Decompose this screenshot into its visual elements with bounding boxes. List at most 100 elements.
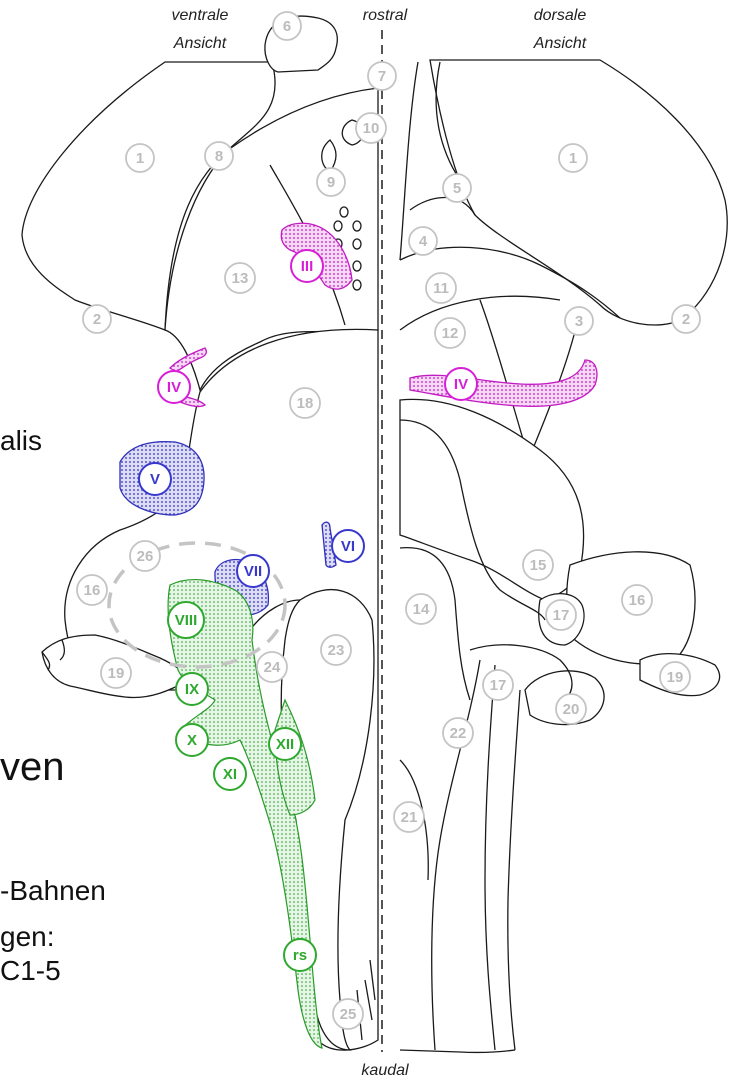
svg-text:rs: rs [293, 947, 307, 964]
region-marker: 19 [101, 658, 131, 688]
svg-text:4: 4 [419, 233, 428, 250]
svg-text:III: III [301, 258, 314, 275]
svg-text:7: 7 [378, 68, 386, 85]
region-marker: 24 [257, 652, 287, 682]
svg-text:20: 20 [563, 701, 580, 718]
svg-text:3: 3 [575, 313, 583, 330]
svg-text:IV: IV [167, 379, 181, 396]
nerve-v-label: V [139, 463, 171, 495]
region-marker: 13 [225, 263, 255, 293]
svg-text:17: 17 [553, 607, 570, 624]
region-marker: 15 [523, 550, 553, 580]
svg-text:15: 15 [530, 557, 547, 574]
region-marker: 22 [443, 718, 473, 748]
region-marker: 17 [483, 670, 513, 700]
dorsal-label-line1: dorsale [534, 7, 587, 24]
svg-text:IX: IX [185, 681, 199, 698]
region-marker: 3 [565, 307, 593, 335]
nerve-xii-label: XII [269, 728, 301, 760]
nerve-ix-label: IX [176, 673, 208, 705]
svg-text:8: 8 [215, 148, 223, 165]
svg-text:26: 26 [137, 548, 154, 565]
svg-text:2: 2 [682, 311, 690, 328]
svg-text:VII: VII [244, 563, 262, 580]
region-marker: 8 [205, 142, 233, 170]
rs-label: rs [284, 939, 316, 971]
svg-text:V: V [150, 471, 160, 488]
side-text-gen: gen: [0, 921, 55, 952]
svg-text:12: 12 [442, 325, 459, 342]
svg-text:16: 16 [629, 592, 646, 609]
region-marker: 16 [622, 585, 652, 615]
svg-text:18: 18 [297, 395, 314, 412]
region-marker: 16 [77, 575, 107, 605]
svg-text:11: 11 [433, 280, 449, 297]
ventral-label-line1: ventrale [172, 7, 229, 24]
svg-text:10: 10 [363, 120, 380, 137]
region-marker: 7 [368, 62, 396, 90]
svg-text:16: 16 [84, 582, 101, 599]
side-text-ven: ven [0, 745, 65, 789]
svg-text:1: 1 [136, 150, 144, 167]
region-marker: 12 [435, 318, 465, 348]
nerve-xi-label: XI [214, 758, 246, 790]
region-marker: 4 [409, 227, 437, 255]
region-marker: 11 [426, 273, 456, 303]
region-marker: 5 [443, 174, 471, 202]
svg-text:14: 14 [413, 601, 430, 618]
region-marker: 14 [406, 594, 436, 624]
svg-text:9: 9 [327, 174, 335, 191]
side-text-alis: alis [0, 425, 42, 456]
nerve-iv-right-shape [410, 360, 597, 406]
region-marker: 18 [290, 388, 320, 418]
svg-text:19: 19 [667, 669, 684, 686]
dorsal-label-line2: Ansicht [533, 35, 587, 52]
svg-text:19: 19 [108, 665, 125, 682]
region-marker: 17 [546, 600, 576, 630]
svg-text:XI: XI [223, 766, 237, 783]
region-marker: 21 [394, 802, 424, 832]
rostral-label: rostral [363, 7, 408, 24]
region-marker: 1 [559, 144, 587, 172]
nerve-iv-right-label: IV [445, 368, 477, 400]
svg-text:2: 2 [93, 311, 101, 328]
svg-text:XII: XII [276, 736, 294, 753]
kaudal-label: kaudal [361, 1062, 409, 1079]
svg-text:IV: IV [454, 376, 468, 393]
svg-text:VIII: VIII [175, 612, 198, 629]
nerve-iv-left-label: IV [158, 371, 190, 403]
region-marker: 25 [333, 999, 363, 1029]
nerve-viii-label: VIII [168, 602, 204, 638]
dorsal-view-outline [400, 60, 727, 1052]
region-marker: 9 [317, 168, 345, 196]
ventral-label-line2: Ansicht [173, 35, 227, 52]
svg-text:21: 21 [401, 809, 418, 826]
side-text-bahnen: -Bahnen [0, 875, 106, 906]
svg-text:VI: VI [341, 538, 355, 555]
region-marker: 26 [130, 541, 160, 571]
region-marker: 2 [672, 305, 700, 333]
svg-text:X: X [187, 732, 197, 749]
nerve-vi-label: VI [332, 530, 364, 562]
region-marker: 6 [273, 12, 301, 40]
svg-text:25: 25 [340, 1006, 357, 1023]
svg-text:24: 24 [264, 659, 281, 676]
region-marker: 19 [660, 662, 690, 692]
svg-text:5: 5 [453, 180, 461, 197]
nerve-vii-label: VII [237, 555, 269, 587]
region-marker: 1 [126, 144, 154, 172]
svg-text:17: 17 [490, 677, 507, 694]
region-marker: 10 [356, 113, 386, 143]
svg-text:22: 22 [450, 725, 467, 742]
region-marker: 20 [556, 694, 586, 724]
svg-text:1: 1 [569, 150, 577, 167]
svg-text:6: 6 [283, 18, 291, 35]
region-marker: 2 [83, 305, 111, 333]
nerve-x-label: X [176, 724, 208, 756]
svg-text:13: 13 [232, 270, 249, 287]
svg-text:23: 23 [328, 642, 345, 659]
region-marker: 23 [321, 635, 351, 665]
nerve-iii-label: III [291, 250, 323, 282]
side-text-c15: C1-5 [0, 955, 61, 986]
